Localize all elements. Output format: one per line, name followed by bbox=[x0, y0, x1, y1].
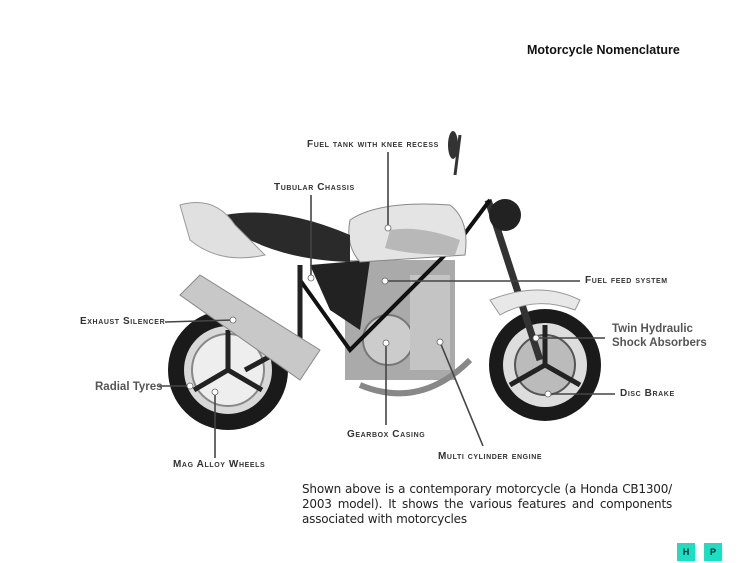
label-disc-brake: Disc Brake bbox=[620, 388, 675, 399]
label-gearbox-casing: Gearbox Casing bbox=[347, 429, 426, 440]
label-fuel-tank: Fuel tank with knee recess bbox=[307, 139, 439, 150]
page-title: Motorcycle Nomenclature bbox=[527, 43, 680, 57]
label-tubular-chassis: Tubular Chassis bbox=[274, 182, 355, 193]
label-twin-hydraulic-line2: Shock Absorbers bbox=[612, 337, 707, 349]
label-radial-tyres: Radial Tyres bbox=[95, 381, 163, 393]
label-twin-hydraulic: Twin Hydraulic Shock Absorbers bbox=[612, 322, 707, 350]
motorcycle-image bbox=[168, 131, 601, 430]
label-mag-alloy: Mag Alloy Wheels bbox=[173, 459, 266, 470]
description-text: Shown above is a contemporary motorcycle… bbox=[302, 482, 672, 526]
label-twin-hydraulic-line1: Twin Hydraulic bbox=[612, 323, 693, 335]
label-exhaust-silencer: Exhaust Silencer bbox=[80, 316, 166, 327]
label-multi-cylinder: Multi cylinder engine bbox=[438, 451, 543, 462]
leader-dots bbox=[186, 224, 552, 398]
label-fuel-feed: Fuel feed system bbox=[585, 275, 668, 286]
previous-button[interactable]: P bbox=[704, 543, 722, 561]
home-button[interactable]: H bbox=[677, 543, 695, 561]
leader-lines bbox=[159, 152, 615, 458]
